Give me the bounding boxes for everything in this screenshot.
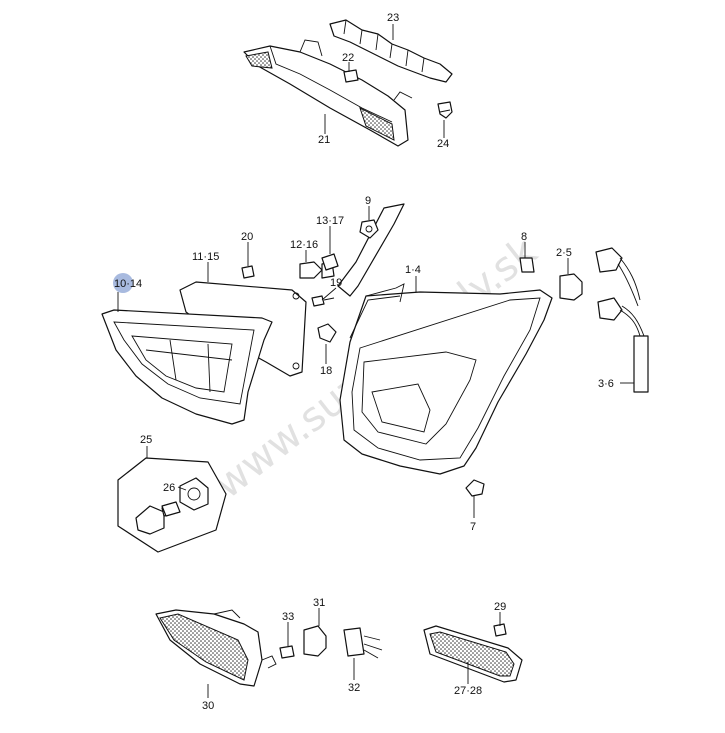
callout-24: 24: [437, 138, 449, 150]
callout-31: 31: [313, 597, 325, 609]
highlight-marker: [113, 273, 133, 293]
callout-8: 8: [521, 231, 527, 243]
bulb-2-5[interactable]: [559, 273, 583, 301]
grommet-33[interactable]: [279, 645, 295, 659]
nut-8[interactable]: [519, 257, 535, 273]
callout-1-4: 1·4: [405, 264, 421, 276]
high-mount-stop-lamp[interactable]: [243, 39, 413, 147]
callout-21: 21: [318, 134, 330, 146]
screw-20[interactable]: [241, 265, 255, 279]
screw-19[interactable]: [311, 295, 335, 307]
callout-27-28: 27·28: [454, 685, 482, 697]
screw-9[interactable]: [359, 219, 379, 239]
inner-lamp-10-14[interactable]: [101, 309, 273, 425]
callout-10-14: 10·14: [114, 278, 142, 290]
combination-lamp-1-4[interactable]: [339, 283, 553, 475]
callout-30: 30: [202, 700, 214, 712]
callout-33: 33: [282, 611, 294, 623]
socket-harness-3-6[interactable]: [595, 247, 649, 393]
callout-13-17: 13·17: [316, 215, 344, 227]
rear-reflector-27-28[interactable]: [423, 625, 523, 683]
clip-7[interactable]: [465, 479, 485, 497]
clip-18[interactable]: [317, 323, 337, 343]
callout-23: 23: [387, 12, 399, 24]
bulb-22[interactable]: [343, 69, 359, 83]
bulb-31[interactable]: [303, 625, 327, 657]
screw-29[interactable]: [493, 616, 507, 637]
callout-18: 18: [320, 365, 332, 377]
callout-labels: 23 22 21 24 9 13·17 8 2·5 20 12·16 11·15…: [114, 12, 614, 712]
bulb-26[interactable]: [161, 501, 181, 517]
callout-2-5: 2·5: [556, 247, 572, 259]
callout-29: 29: [494, 601, 506, 613]
callout-22: 22: [342, 52, 354, 64]
callout-19: 19: [330, 277, 342, 289]
callout-26: 26: [163, 482, 175, 494]
callout-32: 32: [348, 682, 360, 694]
rear-fog-lamp-30[interactable]: [155, 609, 277, 687]
socket-32[interactable]: [343, 627, 383, 659]
callout-7: 7: [470, 521, 476, 533]
leader-lines: [117, 24, 634, 698]
callout-20: 20: [241, 231, 253, 243]
grommet-24[interactable]: [437, 101, 453, 119]
callout-12-16: 12·16: [290, 239, 318, 251]
callout-9: 9: [365, 195, 371, 207]
bracket-plate[interactable]: [337, 203, 405, 297]
socket-13-17[interactable]: [321, 253, 339, 271]
callout-3-6: 3·6: [598, 378, 614, 390]
lamp-harness-23[interactable]: [329, 19, 453, 83]
callout-25: 25: [140, 434, 152, 446]
callout-11-15: 11·15: [192, 251, 219, 263]
